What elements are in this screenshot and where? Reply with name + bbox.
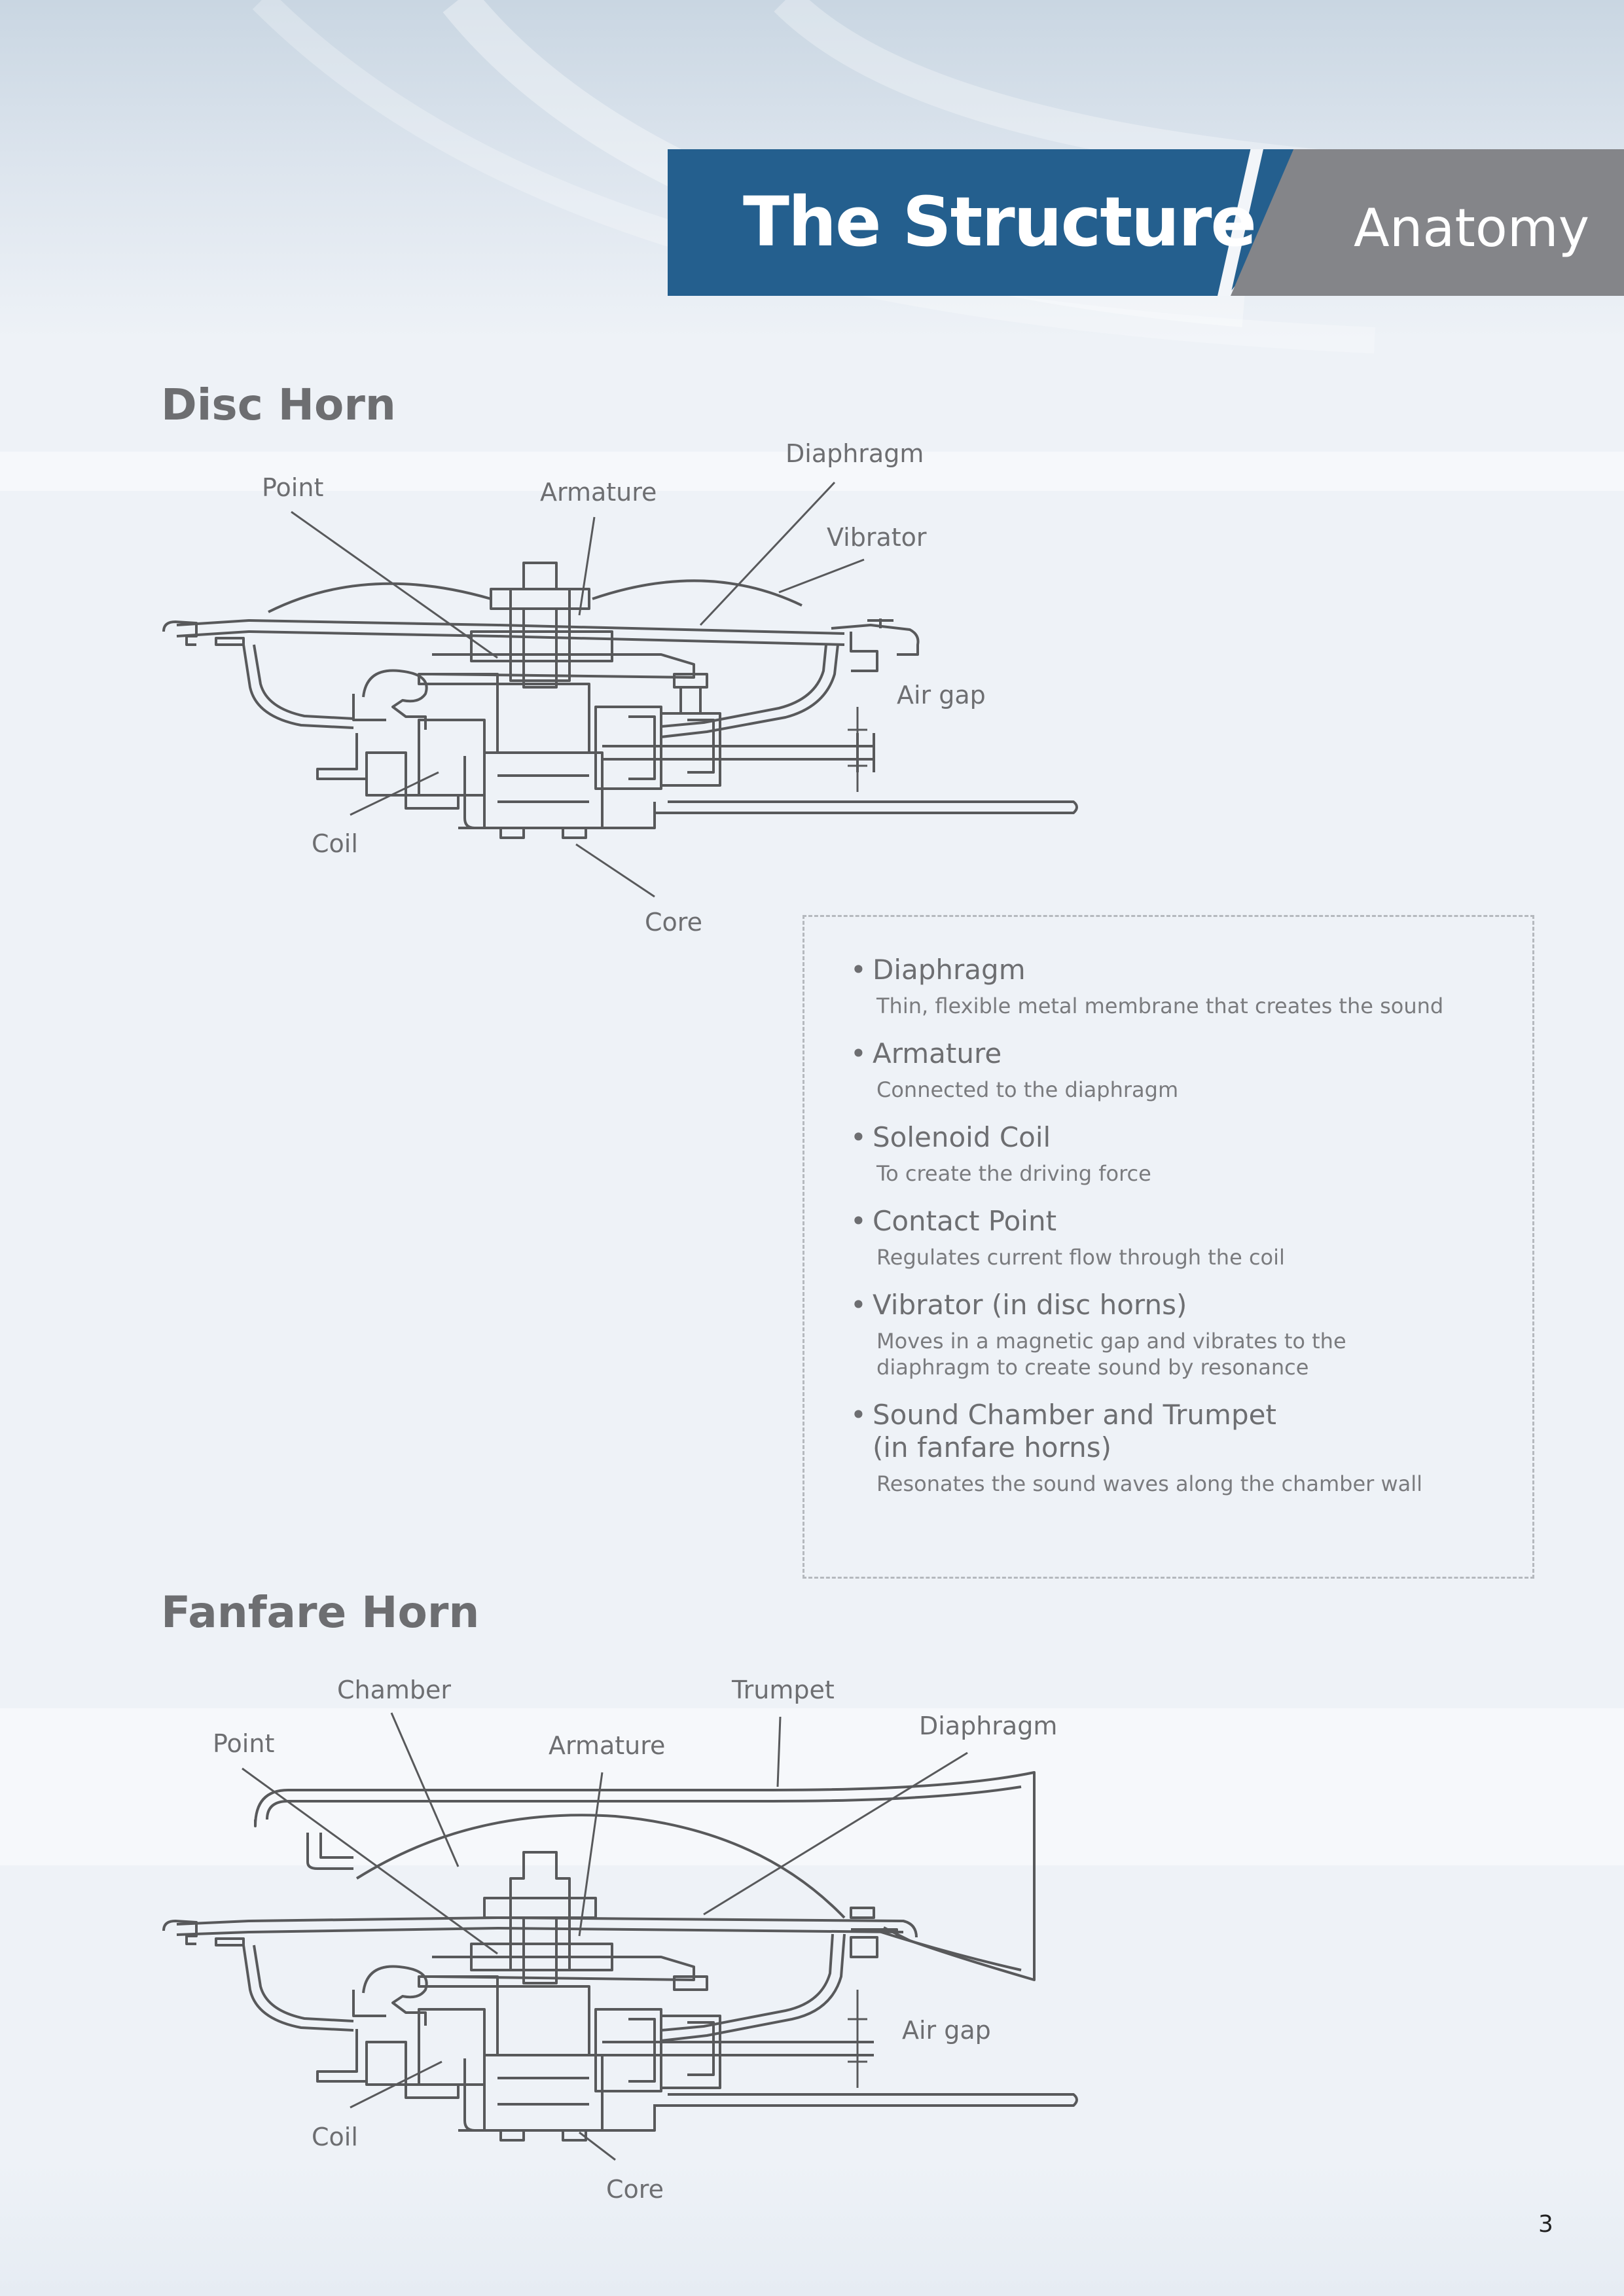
label-vibrator: Vibrator	[827, 523, 927, 552]
disc-horn-title: Disc Horn	[161, 380, 396, 430]
info-item: Diaphragm Thin, flexible metal membrane …	[850, 954, 1532, 1019]
leader-trumpet	[776, 1716, 782, 1787]
info-item: Sound Chamber and Trumpet (in fanfare ho…	[850, 1399, 1532, 1497]
label-trumpet: Trumpet	[731, 1676, 835, 1704]
label-armature: Armature	[549, 1731, 665, 1760]
page-subtitle: Anatomy	[1354, 198, 1590, 259]
info-item-title: Solenoid Coil	[850, 1121, 1532, 1154]
leader-coil	[350, 771, 439, 816]
label-armature: Armature	[540, 478, 657, 507]
leader-core	[579, 2131, 616, 2161]
leader-armature	[578, 516, 596, 616]
leader-armature	[578, 1772, 604, 1937]
leader-diaphragm	[699, 481, 836, 626]
label-air-gap: Air gap	[902, 2016, 991, 2045]
info-item-title: Diaphragm	[850, 954, 1532, 986]
leader-point	[291, 511, 498, 659]
leader-coil	[350, 2060, 442, 2109]
label-coil: Coil	[312, 829, 358, 858]
label-diaphragm: Diaphragm	[919, 1712, 1057, 1740]
label-coil: Coil	[312, 2123, 358, 2151]
info-item-desc: To create the driving force	[876, 1161, 1151, 1186]
label-core: Core	[606, 2175, 664, 2204]
label-core: Core	[645, 908, 702, 937]
header-gray-panel	[1231, 149, 1624, 296]
leader-vibrator	[778, 558, 865, 594]
page-number: 3	[1538, 2211, 1553, 2238]
info-item: Armature Connected to the diaphragm	[850, 1037, 1532, 1103]
label-point: Point	[262, 473, 323, 502]
leader-point	[242, 1767, 498, 1955]
info-item-desc: Moves in a magnetic gap and vibrates to …	[876, 1329, 1346, 1380]
disc-horn-drawing	[162, 562, 1078, 839]
label-point: Point	[213, 1729, 274, 1758]
info-item-title: Contact Point	[850, 1205, 1532, 1238]
label-diaphragm: Diaphragm	[785, 439, 924, 468]
light-band	[0, 452, 1624, 491]
fanfare-horn-drawing	[162, 1771, 1078, 2142]
light-band	[0, 1708, 1624, 1865]
info-item-title: Vibrator (in disc horns)	[850, 1289, 1532, 1321]
component-info-box: Diaphragm Thin, flexible metal membrane …	[803, 915, 1534, 1579]
info-item-title: Sound Chamber and Trumpet (in fanfare ho…	[850, 1399, 1532, 1464]
leader-core	[575, 843, 655, 898]
label-air-gap: Air gap	[897, 681, 986, 709]
fanfare-horn-diagram: Chamber Trumpet Point Armature Diaphragm…	[162, 1676, 1078, 2204]
label-chamber: Chamber	[337, 1676, 451, 1704]
info-item-title: Armature	[850, 1037, 1532, 1070]
info-item-desc: Connected to the diaphragm	[876, 1077, 1179, 1102]
info-item: Contact Point Regulates current flow thr…	[850, 1205, 1532, 1270]
info-item: Vibrator (in disc horns) Moves in a magn…	[850, 1289, 1532, 1380]
disc-horn-diagram: Point Armature Diaphragm Vibrator Air ga…	[162, 439, 1078, 937]
page-title: The Structure	[743, 182, 1257, 262]
info-item-desc: Resonates the sound waves along the cham…	[876, 1471, 1423, 1496]
info-item: Solenoid Coil To create the driving forc…	[850, 1121, 1532, 1187]
leader-chamber	[390, 1712, 460, 1867]
info-item-desc: Regulates current flow through the coil	[876, 1245, 1285, 1270]
leader-diaphragm	[703, 1751, 968, 1916]
fanfare-horn-title: Fanfare Horn	[161, 1587, 480, 1638]
info-item-desc: Thin, flexible metal membrane that creat…	[876, 994, 1444, 1018]
